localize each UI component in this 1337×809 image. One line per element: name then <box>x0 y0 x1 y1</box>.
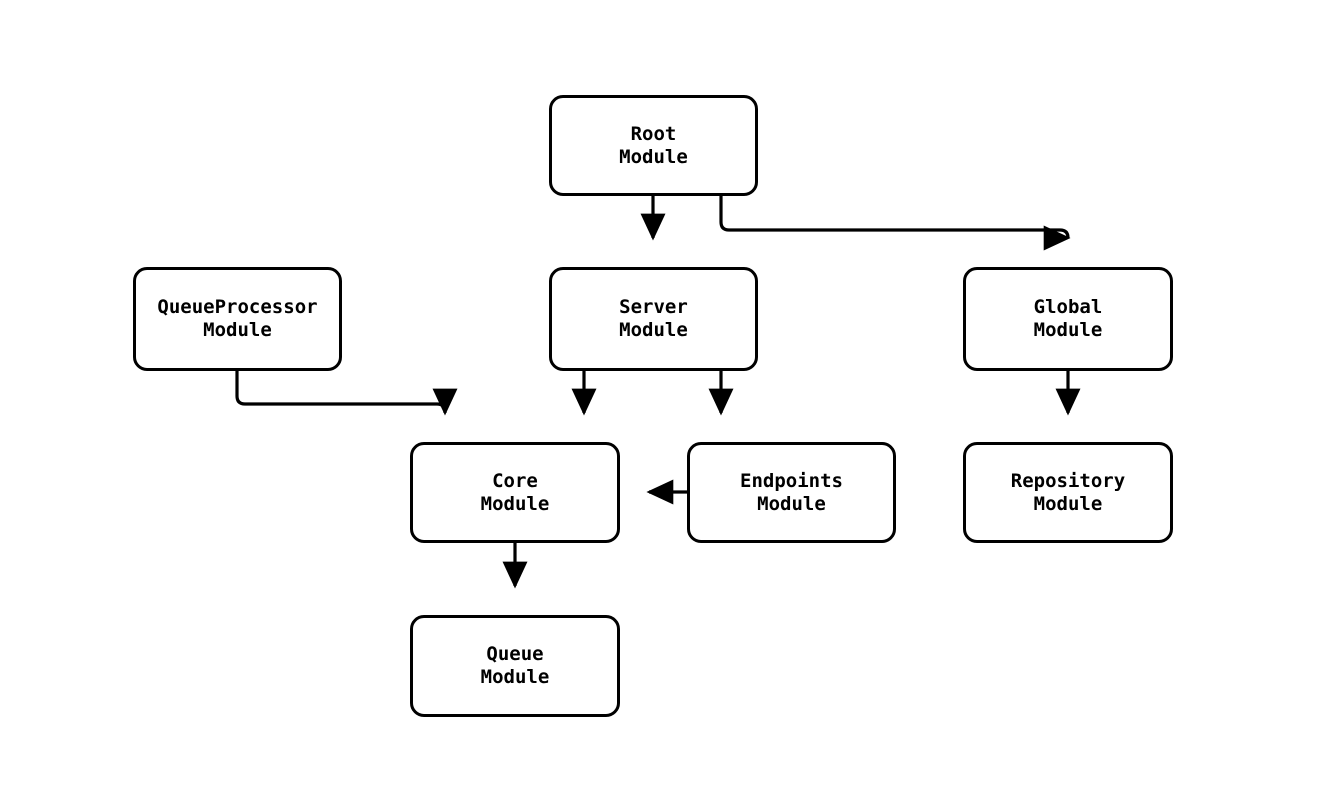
node-repository-module[interactable]: Repository Module <box>963 442 1173 543</box>
node-server-module[interactable]: Server Module <box>549 267 758 371</box>
node-root-module-label: Root Module <box>619 122 688 168</box>
node-queueprocessor-module-label: QueueProcessor Module <box>157 296 318 341</box>
node-server-module-label: Server Module <box>619 296 688 341</box>
edge-root-to-global <box>719 196 1081 241</box>
node-core-module-label: Core Module <box>480 469 550 515</box>
node-global-module[interactable]: Global Module <box>963 267 1173 371</box>
node-queue-module[interactable]: Queue Module <box>410 615 620 717</box>
node-endpoints-module[interactable]: Endpoints Module <box>687 442 896 543</box>
node-core-module[interactable]: Core Module <box>410 442 620 543</box>
node-repository-module-label: Repository Module <box>1010 469 1126 515</box>
edge-queueprocessor-to-core <box>235 371 458 416</box>
node-queueprocessor-module[interactable]: QueueProcessor Module <box>133 267 342 371</box>
node-endpoints-module-label: Endpoints Module <box>740 469 843 515</box>
node-queue-module-label: Queue Module <box>480 643 550 688</box>
node-root-module[interactable]: Root Module <box>549 95 758 196</box>
node-global-module-label: Global Module <box>1033 296 1103 341</box>
